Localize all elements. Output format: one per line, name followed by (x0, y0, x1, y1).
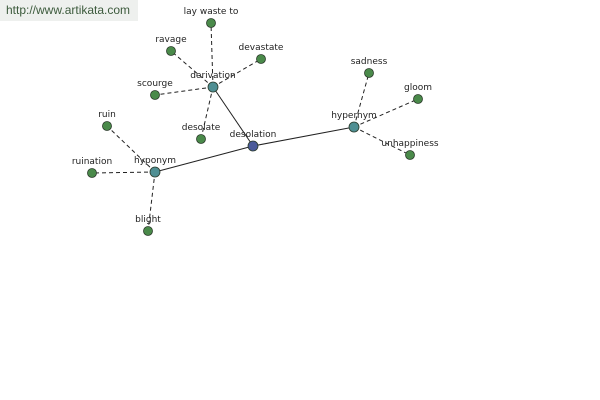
label-hyponym: hyponym (134, 156, 176, 166)
node-gloom[interactable] (413, 94, 423, 104)
node-ruin[interactable] (102, 121, 112, 131)
edge-hypernym-sadness (353, 72, 370, 128)
graph-nodes (87, 18, 423, 236)
edge-derivation-ravage (170, 50, 214, 88)
label-ruination: ruination (72, 157, 112, 167)
node-hyponym[interactable] (149, 166, 161, 178)
label-sadness: sadness (351, 57, 388, 67)
node-derivation[interactable] (207, 81, 219, 93)
node-blight[interactable] (143, 226, 153, 236)
watermark-url: http://www.artikata.com (0, 0, 138, 21)
label-lay-waste-to: lay waste to (184, 7, 239, 17)
node-hypernym[interactable] (348, 121, 360, 133)
node-ravage[interactable] (166, 46, 176, 56)
label-unhappiness: unhappiness (381, 139, 438, 149)
edge-derivation-scourge (154, 86, 214, 96)
label-gloom: gloom (404, 83, 432, 93)
edge-hyponym-blight (147, 171, 156, 232)
edge-derivation-devastate (212, 58, 262, 88)
label-ravage: ravage (155, 35, 187, 45)
label-hypernym: hypernym (331, 111, 377, 121)
node-devastate[interactable] (256, 54, 266, 64)
label-desolation: desolation (230, 130, 277, 140)
edge-desolation-hyponym (154, 145, 254, 173)
edge-derivation-desolate (200, 86, 214, 140)
label-blight: blight (135, 215, 161, 225)
graph-labels: desolation derivation lay waste to ravage de… (72, 7, 439, 225)
node-scourge[interactable] (150, 90, 160, 100)
edge-hypernym-gloom (353, 98, 419, 128)
label-ruin: ruin (98, 110, 116, 120)
node-unhappiness[interactable] (405, 150, 415, 160)
label-desolate: desolate (182, 123, 221, 133)
node-desolate[interactable] (196, 134, 206, 144)
node-ruination[interactable] (87, 168, 97, 178)
label-derivation: derivation (190, 71, 236, 81)
edge-hypernym-unhappiness (353, 126, 411, 156)
label-devastate: devastate (239, 43, 284, 53)
edge-hyponym-ruination (91, 171, 156, 174)
node-sadness[interactable] (364, 68, 374, 78)
node-desolation[interactable] (247, 140, 259, 152)
graph-edges (91, 22, 419, 232)
edge-derivation-lay-waste-to (210, 22, 214, 88)
label-scourge: scourge (137, 79, 173, 89)
edge-desolation-hypernym (252, 126, 355, 147)
edge-desolation-derivation (212, 86, 254, 147)
node-lay-waste-to[interactable] (206, 18, 216, 28)
